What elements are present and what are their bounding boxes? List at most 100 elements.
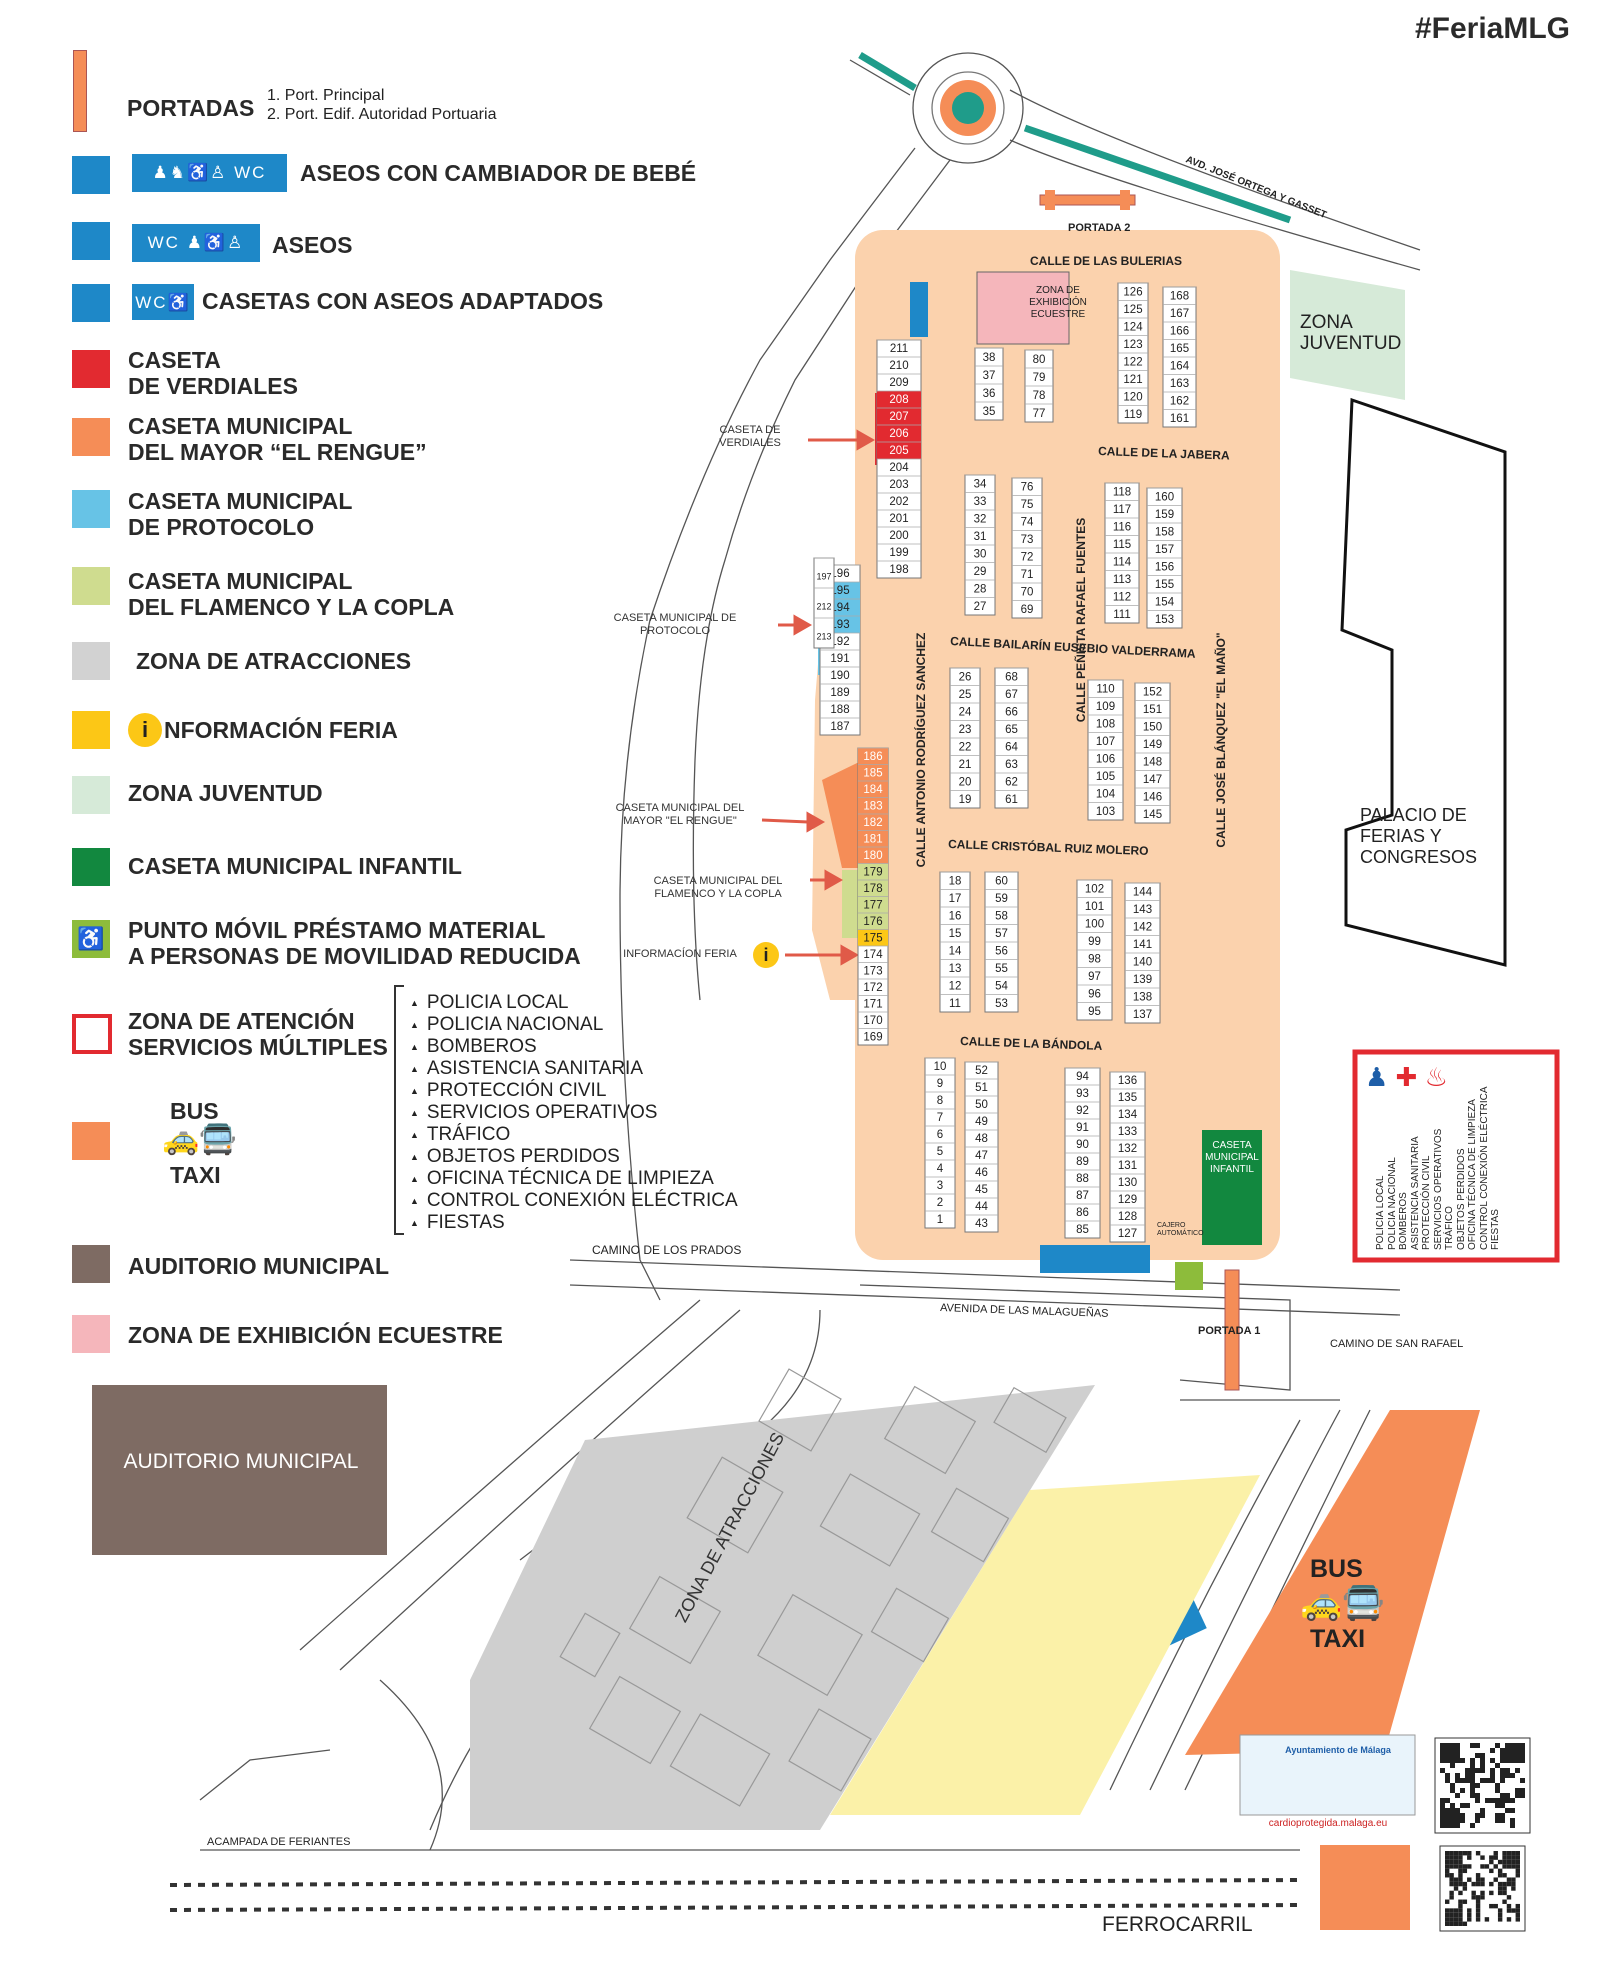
qr-module: [1440, 1808, 1445, 1813]
qr-module: [1455, 1813, 1460, 1818]
caseta-number: 164: [1170, 361, 1190, 373]
legend-portadas-label: PORTADAS: [127, 95, 255, 121]
caseta-number: 129: [1118, 1194, 1137, 1206]
qr-module: [1506, 1908, 1512, 1913]
caseta-number: 75: [1021, 499, 1034, 511]
caseta-number: 134: [1118, 1109, 1138, 1121]
qr-module: [1489, 1903, 1494, 1909]
qr-module: [1440, 1748, 1445, 1753]
caseta-number: 132: [1118, 1143, 1137, 1155]
qr-module: [1460, 1778, 1465, 1783]
zona-amarilla: [830, 1475, 1260, 1815]
caseta-number: 17: [949, 893, 962, 905]
qr-module: [1500, 1813, 1505, 1818]
caseta-number: 36: [983, 388, 996, 400]
qr-module: [1506, 1864, 1512, 1869]
legend-juventud: ZONA JUVENTUD: [128, 780, 323, 806]
portada-2-gate: [1039, 194, 1136, 206]
caseta-number: 63: [1005, 759, 1018, 771]
street-label-bandola: CALLE DE LA BÁNDOLA: [960, 1033, 1103, 1053]
wheelchair-icon: ♿: [72, 920, 110, 958]
qr-module: [1449, 1859, 1454, 1865]
qr-module: [1475, 1851, 1481, 1856]
qr-module: [1440, 1818, 1445, 1823]
auditorio-municipal: [92, 1385, 387, 1555]
qr-module: [1500, 1798, 1505, 1803]
qr-module: [1440, 1823, 1445, 1828]
caseta-number: 128: [1118, 1211, 1137, 1223]
label-cardio: Ayuntamiento de Málaga: [1285, 1745, 1391, 1755]
qr-module: [1458, 1921, 1463, 1926]
qr-module: [1515, 1768, 1520, 1773]
caseta-number: 139: [1133, 974, 1152, 986]
qr-module: [1500, 1778, 1505, 1783]
qr-module: [1505, 1748, 1510, 1753]
caseta-number: 9: [937, 1078, 943, 1090]
qr-module: [1500, 1793, 1505, 1798]
qr-module: [1458, 1868, 1463, 1874]
qr-module: [1497, 1873, 1503, 1878]
caseta-number: 62: [1005, 777, 1018, 789]
caseta-number: 50: [975, 1099, 988, 1111]
caseta-number: 28: [974, 584, 987, 596]
caseta-number: 101: [1085, 901, 1104, 913]
caseta-number: 152: [1143, 687, 1162, 699]
services-box-item: POLICIA LOCAL: [1375, 1175, 1386, 1250]
qr-module: [1453, 1859, 1459, 1865]
avenue-green-strip: [1023, 124, 1292, 224]
caseta-number: 151: [1143, 704, 1162, 716]
services-box-item: OBJETOS PERDIDOS: [1455, 1148, 1467, 1250]
qr-module: [1510, 1743, 1515, 1748]
qr-module: [1471, 1890, 1476, 1896]
auditorio-swatch: [72, 1245, 110, 1283]
qr-module: [1460, 1813, 1465, 1818]
qr-module: [1475, 1895, 1481, 1900]
verdiales-swatch: [72, 350, 110, 388]
qr-module: [1500, 1748, 1505, 1753]
qr-module: [1510, 1773, 1515, 1778]
qr-module: [1505, 1793, 1510, 1798]
qr-module: [1502, 1855, 1507, 1860]
qr-module: [1445, 1917, 1450, 1922]
caseta-number: 122: [1123, 357, 1142, 369]
servicio-item: POLICIA LOCAL: [410, 992, 738, 1014]
label-cardio-url: cardioprotegida.malaga.eu: [1268, 1818, 1388, 1829]
flamenco-swatch: [72, 567, 110, 605]
caseta-number: 34: [974, 479, 987, 491]
caseta-number: 130: [1118, 1177, 1137, 1189]
qr-module: [1511, 1864, 1516, 1869]
caseta-number: 22: [959, 742, 972, 754]
qr-module: [1505, 1743, 1510, 1748]
qr-module: [1470, 1743, 1475, 1748]
caseta-number: 1: [937, 1214, 943, 1226]
qr-module: [1445, 1823, 1450, 1828]
caseta-number: 142: [1133, 922, 1152, 934]
caseta-number: 12: [949, 981, 962, 993]
caseta-number: 48: [975, 1133, 988, 1145]
caseta-number: 85: [1076, 1224, 1089, 1236]
caseta-number: 55: [995, 963, 1008, 975]
qr-module: [1450, 1748, 1455, 1753]
qr-module: [1490, 1768, 1495, 1773]
qr-module: [1445, 1778, 1450, 1783]
caseta-number: 135: [1118, 1092, 1137, 1104]
caseta-number: 76: [1021, 482, 1034, 494]
caseta-number: 60: [995, 876, 1008, 888]
qr-module: [1445, 1868, 1450, 1874]
caseta-number: 88: [1076, 1173, 1089, 1185]
qr-module: [1515, 1758, 1520, 1763]
qr-module: [1515, 1873, 1520, 1878]
bus-taxi-icon: 🚕🚍: [162, 1123, 237, 1156]
qr-module: [1460, 1758, 1465, 1763]
caseta-cell-fill: [858, 863, 888, 880]
caseta-number: 191: [830, 653, 849, 665]
qr-module: [1490, 1758, 1495, 1763]
qr-module: [1475, 1873, 1481, 1878]
